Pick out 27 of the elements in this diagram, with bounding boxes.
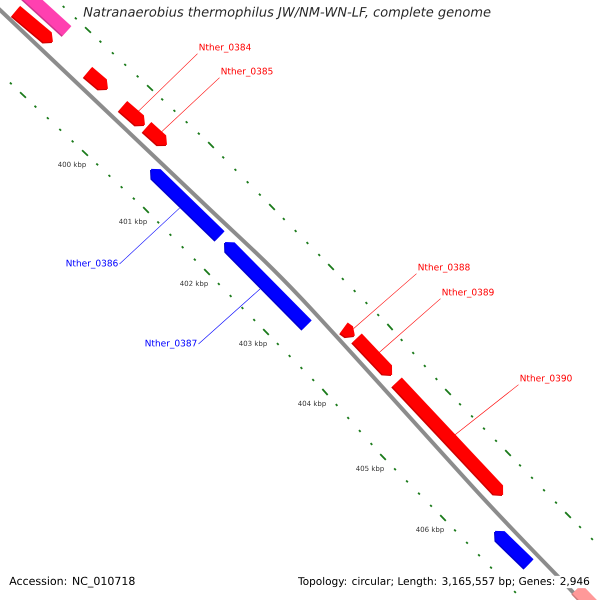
- gene-feature: [351, 334, 392, 376]
- leader-line: [378, 298, 441, 354]
- gene-feature: [339, 322, 355, 338]
- gene-label: Nther_0388: [418, 264, 470, 272]
- gene-feature: [391, 378, 504, 496]
- gene-label: Nther_0389: [442, 288, 494, 298]
- title: Natranaerobius thermophilus JW/NM-WN-LF, complete genome: [84, 6, 490, 20]
- gene-feature: [142, 122, 167, 146]
- gene-label: Nther_0390: [520, 374, 572, 384]
- leader-line: [119, 208, 180, 264]
- gene-feature: [82, 66, 108, 90]
- gene-feature: [494, 530, 534, 570]
- gene-feature: [118, 100, 145, 126]
- leader-line: [138, 53, 198, 112]
- summary-text: Topology: circular; Length: 3,165,557 bp; Genes: 2,946: [297, 576, 591, 588]
- gene-feature: [10, 6, 53, 44]
- accession-text: Accession: NC_010718: [9, 576, 135, 588]
- gene-label: Nther_0386: [66, 260, 118, 268]
- leader-line: [160, 77, 220, 133]
- leader-line: [353, 273, 417, 329]
- gene-feature: [224, 242, 312, 331]
- gene-label: Nther_0385: [222, 68, 272, 76]
- gene-label: Nther_0387: [146, 340, 197, 348]
- leader-line: [454, 384, 519, 436]
- gene-label: Nther_0384: [200, 44, 251, 52]
- gene-feature: [150, 168, 225, 242]
- leader-line: [198, 288, 260, 344]
